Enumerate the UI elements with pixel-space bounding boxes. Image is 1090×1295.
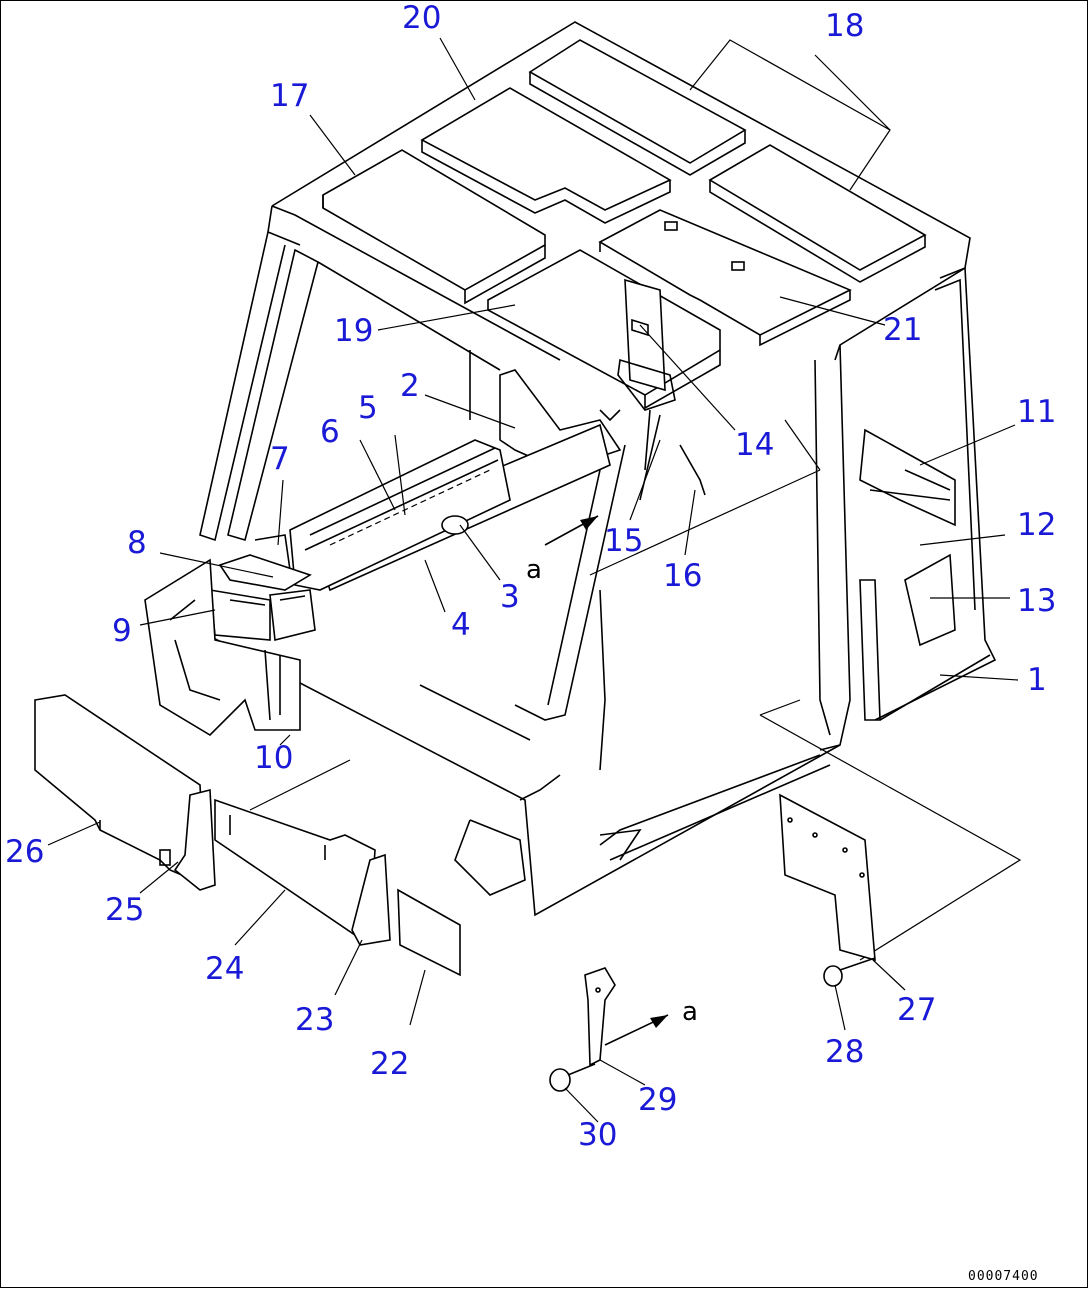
callout-17: 17 — [270, 78, 309, 114]
callout-8: 8 — [127, 525, 147, 561]
drawing-code: 00007400 — [968, 1269, 1039, 1284]
view-arrows — [544, 515, 669, 1046]
callout-24: 24 — [205, 951, 244, 987]
callout-30: 30 — [578, 1117, 617, 1153]
callout-26: 26 — [5, 834, 44, 870]
callout-7: 7 — [270, 441, 290, 477]
right-side-parts — [859, 428, 991, 721]
view-marker-a-2: a — [682, 997, 698, 1027]
callout-12: 12 — [1017, 507, 1056, 543]
callout-16: 16 — [663, 558, 702, 594]
front-panels — [34, 694, 461, 977]
loose-parts — [549, 793, 876, 1092]
callout-9: 9 — [112, 613, 132, 649]
callout-3: 3 — [500, 579, 520, 615]
callout-11: 11 — [1017, 394, 1056, 430]
callout-13: 13 — [1017, 583, 1056, 619]
callout-1: 1 — [1027, 662, 1047, 698]
callout-22: 22 — [370, 1046, 409, 1082]
roof-panels — [322, 39, 927, 410]
leader-lines — [47, 37, 1019, 1123]
callout-numbers: 1 2 3 4 5 6 7 8 9 10 11 12 13 14 15 16 1… — [5, 0, 1056, 1153]
callout-2: 2 — [400, 368, 420, 404]
callout-4: 4 — [451, 607, 471, 643]
view-marker-a-1: a — [526, 555, 542, 585]
callout-21: 21 — [883, 312, 922, 348]
callout-29: 29 — [638, 1082, 677, 1118]
callout-18: 18 — [825, 8, 864, 44]
callout-10: 10 — [254, 740, 293, 776]
center-bracket — [599, 278, 706, 501]
callout-6: 6 — [320, 414, 340, 450]
callout-25: 25 — [105, 892, 144, 928]
callout-23: 23 — [295, 1002, 334, 1038]
callout-28: 28 — [825, 1034, 864, 1070]
callout-5: 5 — [358, 390, 378, 426]
duct-assembly — [144, 369, 622, 737]
callout-15: 15 — [604, 523, 643, 559]
callout-20: 20 — [402, 0, 441, 36]
callout-19: 19 — [334, 313, 373, 349]
cab-frame — [149, 21, 1022, 961]
callout-27: 27 — [897, 992, 936, 1028]
callout-14: 14 — [735, 427, 774, 463]
